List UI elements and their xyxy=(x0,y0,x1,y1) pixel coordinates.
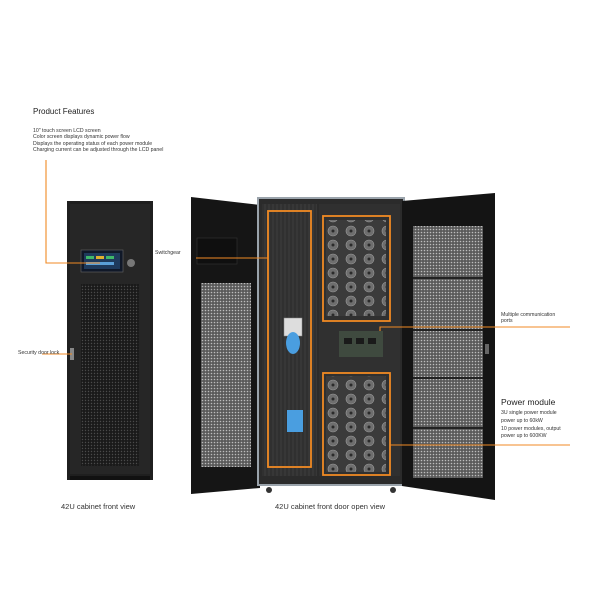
power-module-item: power up to 60kW xyxy=(501,417,543,424)
callout-lines xyxy=(42,160,570,446)
power-module-item: power up to 600KW xyxy=(501,433,547,440)
comm-ports-label: Multiple communication ports xyxy=(501,312,555,325)
closed-cabinet xyxy=(67,201,153,480)
power-module-title: Power module xyxy=(501,397,556,407)
switchgear-label: Switchgear xyxy=(155,250,181,256)
product-features-list: 10" touch screen LCD screen Color screen… xyxy=(33,128,163,153)
left-door xyxy=(191,197,260,494)
feature-item: 10" touch screen LCD screen xyxy=(33,128,101,134)
power-module-item: 10 power modules, output xyxy=(501,425,561,432)
right-door xyxy=(402,193,495,500)
comm-ports-label-line2: ports xyxy=(501,318,513,325)
switchgear-highlight xyxy=(267,210,312,468)
feature-item: Displays the operating status of each po… xyxy=(33,140,153,147)
cabinet-body xyxy=(257,197,405,493)
feature-item: Color screen displays dynamic power flow xyxy=(33,134,130,141)
front-view-caption: 42U cabinet front view xyxy=(61,502,136,511)
comm-ports-callout-line xyxy=(379,326,570,331)
power-module-highlight-top xyxy=(322,215,391,322)
comm-ports-label-line1: Multiple communication xyxy=(501,312,556,318)
features-callout-line xyxy=(45,160,100,264)
power-module-list: 3U single power module power up to 60kW … xyxy=(501,410,561,441)
power-module-item: 3U single power module xyxy=(501,410,557,416)
open-view-caption: 42U cabinet front door open view xyxy=(275,502,386,511)
feature-item: Charging current can be adjusted through… xyxy=(33,146,164,153)
power-module-highlight-bottom xyxy=(322,372,391,476)
product-features-title: Product Features xyxy=(33,107,95,116)
security-lock-label: Security door lock xyxy=(18,350,60,356)
